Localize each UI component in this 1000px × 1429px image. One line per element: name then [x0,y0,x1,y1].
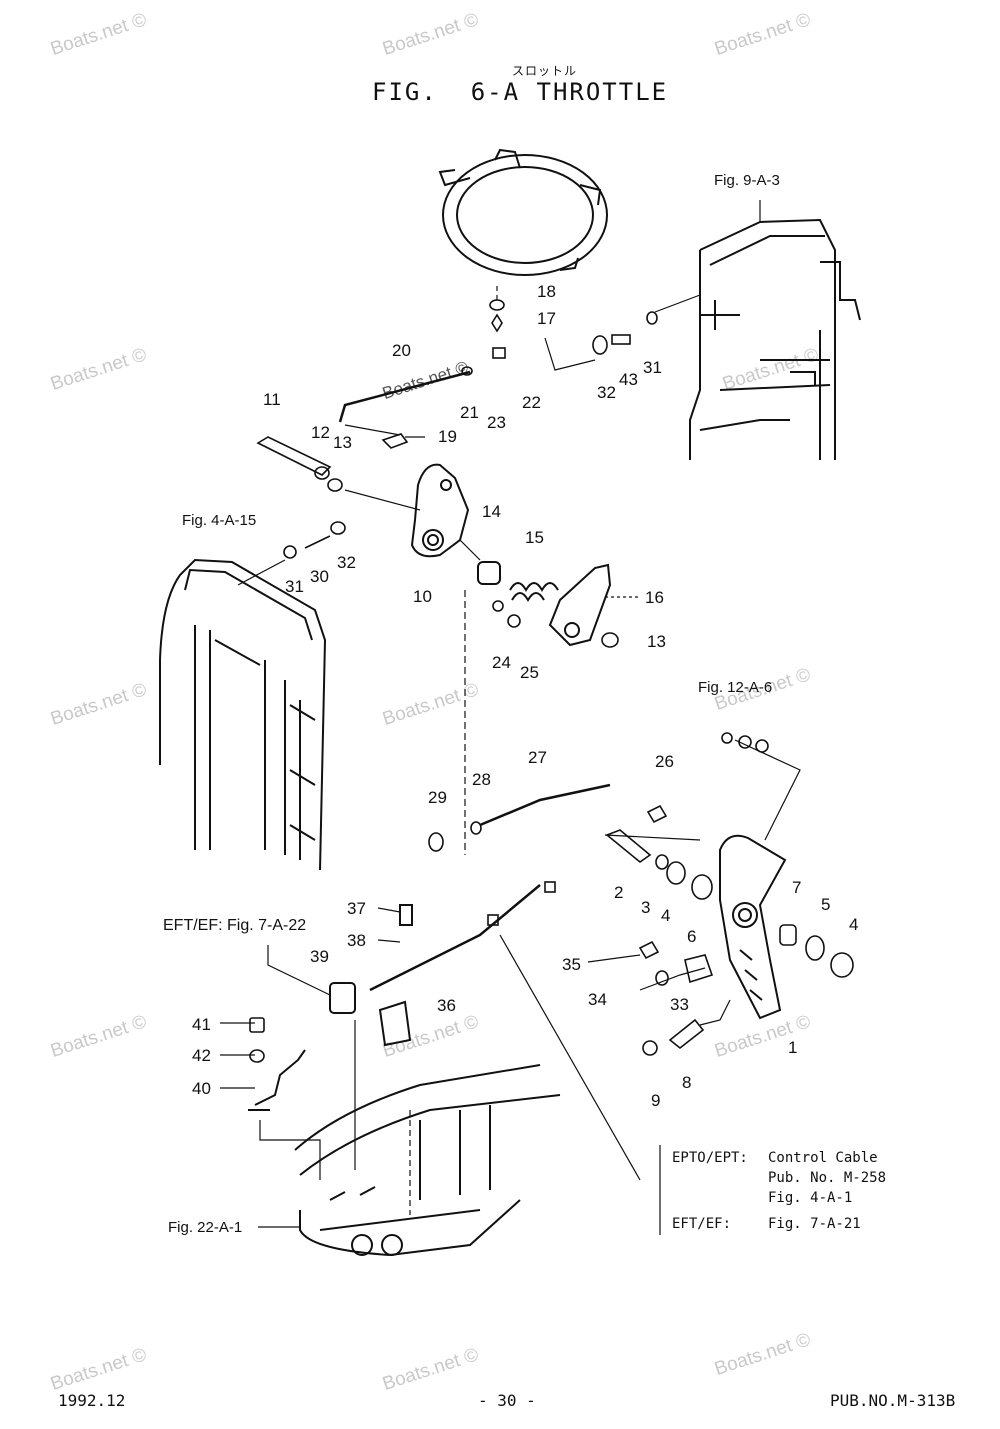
callout-23: 23 [487,413,506,432]
callout-8: 8 [682,1073,691,1092]
callout-37: 37 [347,899,366,918]
callout-30: 30 [310,567,329,586]
japanese-title: スロットル [512,64,578,78]
callout-7: 7 [792,878,801,897]
callout-22: 22 [522,393,541,412]
callout-29: 29 [428,788,447,807]
callout-34: 34 [588,990,607,1009]
legend-row1-model: EPTO/EPT: [672,1150,748,1166]
callout-3: 3 [641,898,650,917]
ref-fig-9-a-3: Fig. 9-A-3 [714,172,780,189]
callout-4: 4 [849,915,858,934]
footer-date: 1992.12 [58,1391,126,1410]
cable-brackets [248,904,413,1111]
legend-row2-model: EFT/EF: [672,1216,732,1232]
callout-16: 16 [645,588,664,607]
remote-control-lever [719,834,787,1020]
footer-page-number: - 30 - [478,1391,536,1410]
callout-32: 32 [597,383,616,402]
legend-row1-line3: Fig. 4-A-1 [768,1190,853,1206]
callout-10: 10 [413,587,432,606]
left-cowl-frame [159,558,327,871]
callout-40: 40 [192,1079,211,1098]
callout-5: 5 [821,895,830,914]
callout-2: 2 [614,883,623,902]
callout-13: 13 [647,632,666,651]
callout-17: 17 [537,309,556,328]
callout-35: 35 [562,955,581,974]
callout-leaders [220,436,661,1235]
leader-lines [237,285,801,1215]
callout-28: 28 [472,770,491,789]
callout-20: 20 [392,341,411,360]
callout-25: 25 [520,663,539,682]
throttle-arm-lever [548,563,612,647]
legend-row1-line1: Control Cable [768,1150,878,1166]
legend-row1-line2: Pub. No. M-258 [768,1170,887,1186]
control-rods-and-cables [338,370,611,992]
callout-14: 14 [482,502,501,521]
right-housing [689,200,861,460]
legend-row2-value: Fig. 7-A-21 [768,1216,861,1232]
top-bracket-ring [438,148,608,276]
callout-43: 43 [619,370,638,389]
ref-fig-4-a-15: Fig. 4-A-15 [182,512,256,529]
callout-4: 4 [661,906,670,925]
callout-18: 18 [537,282,556,301]
callout-32: 32 [337,553,356,572]
callout-15: 15 [525,528,544,547]
small-hardware [249,299,854,1063]
bottom-lower-cowl [294,1064,561,1257]
callout-21: 21 [460,403,479,422]
throttle-cam-lever [410,463,470,558]
part-callouts: 1 2 3 4 4 5 6 7 8 9 10 11 12 13 13 14 15… [192,282,858,1110]
callout-41: 41 [192,1015,211,1034]
callout-27: 27 [528,748,547,767]
callout-26: 26 [655,752,674,771]
ref-fig-7-a-22: EFT/EF: Fig. 7-A-22 [163,917,306,934]
ref-fig-22-a-1: Fig. 22-A-1 [168,1219,242,1236]
callout-33: 33 [670,995,689,1014]
callout-1: 1 [788,1038,797,1057]
callout-36: 36 [437,996,456,1015]
callout-39: 39 [310,947,329,966]
callout-13: 13 [333,433,352,452]
ref-fig-12-a-6: Fig. 12-A-6 [698,679,772,696]
callout-38: 38 [347,931,366,950]
figure-references: Fig. 9-A-3 Fig. 4-A-15 Fig. 12-A-6 EFT/E… [163,172,780,1236]
figure-title: FIG. 6-A THROTTLE [372,78,669,106]
callout-31: 31 [643,358,662,377]
callout-11: 11 [263,390,281,409]
callout-31: 31 [285,577,304,596]
callout-24: 24 [492,653,511,672]
callout-19: 19 [438,427,457,446]
footer-publication-number: PUB.NO.M-313B [830,1391,956,1410]
callout-6: 6 [687,927,696,946]
callout-42: 42 [192,1046,211,1065]
callout-12: 12 [311,423,330,442]
spring-and-shaft [477,561,559,603]
callout-9: 9 [651,1091,660,1110]
